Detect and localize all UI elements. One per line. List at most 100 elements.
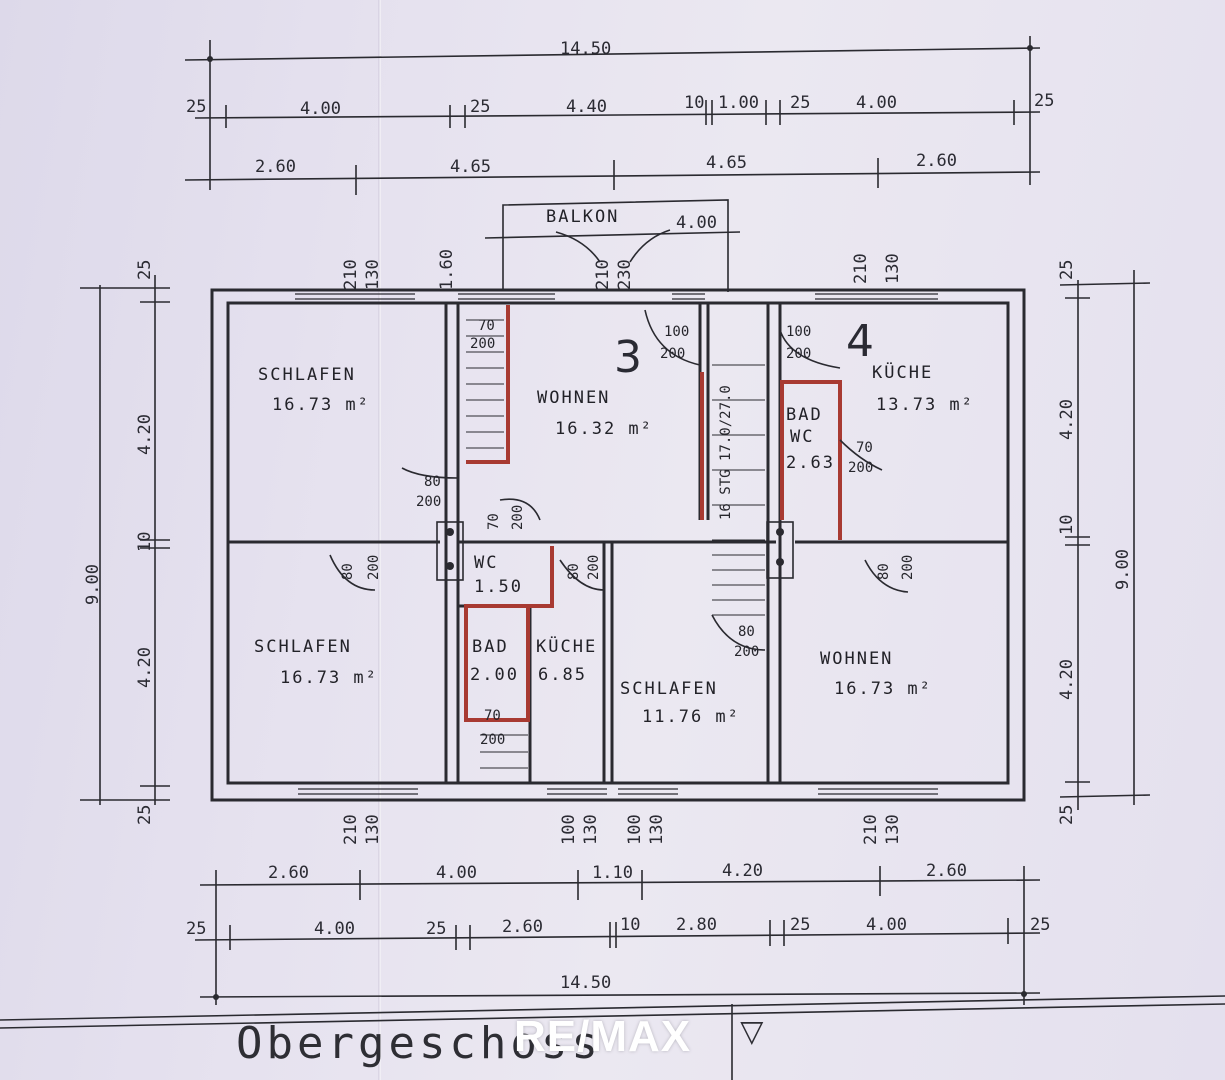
- room-bad-3-name: BAD: [472, 637, 509, 657]
- dim-left-2: 10: [135, 532, 155, 552]
- door-c-w: 100: [786, 324, 811, 340]
- unit-number-4: 4: [846, 316, 874, 367]
- door-j-h: 200: [900, 555, 916, 580]
- dim-bot-r1-2: 1.10: [592, 863, 633, 883]
- dim-right-total: 9.00: [1113, 549, 1133, 590]
- dim-top-r3-2: 4.65: [706, 153, 747, 173]
- room-schlafen-tl-area: 16.73 m²: [272, 395, 370, 415]
- door-g-h: 200: [734, 644, 759, 660]
- room-kueche-3-name: KÜCHE: [536, 635, 597, 657]
- dim-top-r3-3: 2.60: [916, 151, 957, 171]
- door-e-w: 80: [424, 474, 441, 490]
- paper-fold: [378, 0, 381, 1080]
- room-wc-3-area: 1.50: [474, 577, 523, 597]
- win-bm-100b: 100: [625, 814, 645, 845]
- stairs: [466, 319, 765, 769]
- dim-bot-r2-1: 4.00: [314, 919, 355, 939]
- dim-top-r2-0: 25: [186, 97, 206, 117]
- right-dimension-lines: 9.00 25 4.20 10 4.20 25: [1057, 260, 1151, 825]
- dim-right-4: 25: [1057, 805, 1077, 825]
- win-tl-210: 210: [341, 259, 361, 290]
- north-arrow-icon: ▷: [736, 1021, 772, 1046]
- room-labels: SCHLAFEN 16.73 m² WOHNEN 16.32 m² KÜCHE …: [254, 361, 974, 727]
- dim-bot-r2-2: 25: [426, 919, 446, 939]
- dim-bot-r1-4: 2.60: [926, 861, 967, 881]
- door-h-w: 80: [340, 563, 356, 580]
- dim-top-r2-6: 25: [790, 93, 810, 113]
- balcony-width: 4.00: [676, 213, 717, 233]
- win-bal-230: 230: [615, 259, 635, 290]
- red-walls: [464, 305, 842, 722]
- win-tr-130: 130: [883, 253, 903, 284]
- win-bl-130: 130: [363, 814, 383, 845]
- door-i-h: 200: [586, 555, 602, 580]
- sheet-border-line-2: [0, 1003, 1225, 1029]
- room-kueche-3-area: 6.85: [538, 665, 587, 685]
- room-wohnen-4-area: 16.73 m²: [834, 679, 932, 699]
- dim-top-r2-2: 25: [470, 97, 490, 117]
- door-a-h: 200: [470, 336, 495, 352]
- dim-top-overall: 14.50: [560, 39, 611, 59]
- dim-right-2: 10: [1057, 515, 1077, 535]
- dim-bot-r2-7: 4.00: [866, 915, 907, 935]
- dim-top-r3-1: 4.65: [450, 157, 491, 177]
- door-b-w: 100: [664, 324, 689, 340]
- dim-bot-r2-8: 25: [1030, 915, 1050, 935]
- win-tr-210: 210: [851, 253, 871, 284]
- door-b-h: 200: [660, 346, 685, 362]
- door-c-h: 200: [786, 346, 811, 362]
- dim-top-r2-7: 4.00: [856, 93, 897, 113]
- dim-bot-r1-0: 2.60: [268, 863, 309, 883]
- dim-bot-r1-3: 4.20: [722, 861, 763, 881]
- room-schlafen-tl-name: SCHLAFEN: [258, 365, 356, 385]
- remax-logo: RE/MAX: [514, 1012, 692, 1061]
- room-schlafen-bm-area: 11.76 m²: [642, 707, 740, 727]
- door-f-h: 200: [480, 732, 505, 748]
- dim-top-r2-1: 4.00: [300, 99, 341, 119]
- room-kueche-4-area: 13.73 m²: [876, 395, 974, 415]
- win-br-210: 210: [861, 814, 881, 845]
- door-d-h: 200: [848, 460, 873, 476]
- dim-bot-r2-6: 25: [790, 915, 810, 935]
- top-dimension-lines: 14.50 25 4.00 25 4.40 10 1.00 25 4.00 25…: [184, 36, 1054, 195]
- room-wohnen-3-area: 16.32 m²: [555, 419, 653, 439]
- win-160: 1.60: [437, 249, 457, 290]
- sheet-border-line: [0, 995, 1225, 1021]
- dim-right-1: 4.20: [1057, 399, 1077, 440]
- door-k-w: 70: [486, 513, 502, 530]
- dim-bot-r2-0: 25: [186, 919, 206, 939]
- win-bm-100a: 100: [559, 814, 579, 845]
- room-wc-4-name: WC: [790, 427, 814, 447]
- plan-title: Obergeschoss: [236, 1018, 602, 1069]
- room-schlafen-bm-name: SCHLAFEN: [620, 679, 718, 699]
- balcony: BALKON 4.00: [484, 199, 741, 292]
- dim-top-r3-0: 2.60: [255, 157, 296, 177]
- window-labels: 210 130 1.60 210 230 210 130 210 130 100…: [341, 249, 903, 845]
- door-labels: 70 200 100 200 100 200 70 200 80 200 70 …: [340, 318, 916, 748]
- dim-bot-r1-1: 4.00: [436, 863, 477, 883]
- dim-left-1: 4.20: [135, 414, 155, 455]
- dim-top-r2-5: 1.00: [718, 93, 759, 113]
- dim-bot-r2-4: 10: [620, 915, 640, 935]
- room-wohnen-3-name: WOHNEN: [537, 388, 610, 408]
- door-h-h: 200: [366, 555, 382, 580]
- dim-left-total: 9.00: [83, 564, 103, 605]
- dim-bot-overall: 14.50: [560, 973, 611, 993]
- door-e-h: 200: [416, 494, 441, 510]
- dim-top-r2-8: 25: [1034, 91, 1054, 111]
- room-schlafen-bl-name: SCHLAFEN: [254, 637, 352, 657]
- dim-top-r2-3: 4.40: [566, 97, 607, 117]
- win-bl-210: 210: [341, 814, 361, 845]
- win-tl-130: 130: [363, 259, 383, 290]
- dim-left-0: 25: [135, 260, 155, 280]
- win-bal-210: 210: [593, 259, 613, 290]
- dim-bot-r2-5: 2.80: [676, 915, 717, 935]
- room-schlafen-bl-area: 16.73 m²: [280, 668, 378, 688]
- win-bm-130b: 130: [647, 814, 667, 845]
- door-arcs: [329, 309, 909, 651]
- dim-top-r2-4: 10: [684, 93, 704, 113]
- win-bm-130a: 130: [581, 814, 601, 845]
- room-wc-3-name: WC: [474, 553, 498, 573]
- stairs-label: 16 STG 17.0/27.0: [718, 385, 734, 520]
